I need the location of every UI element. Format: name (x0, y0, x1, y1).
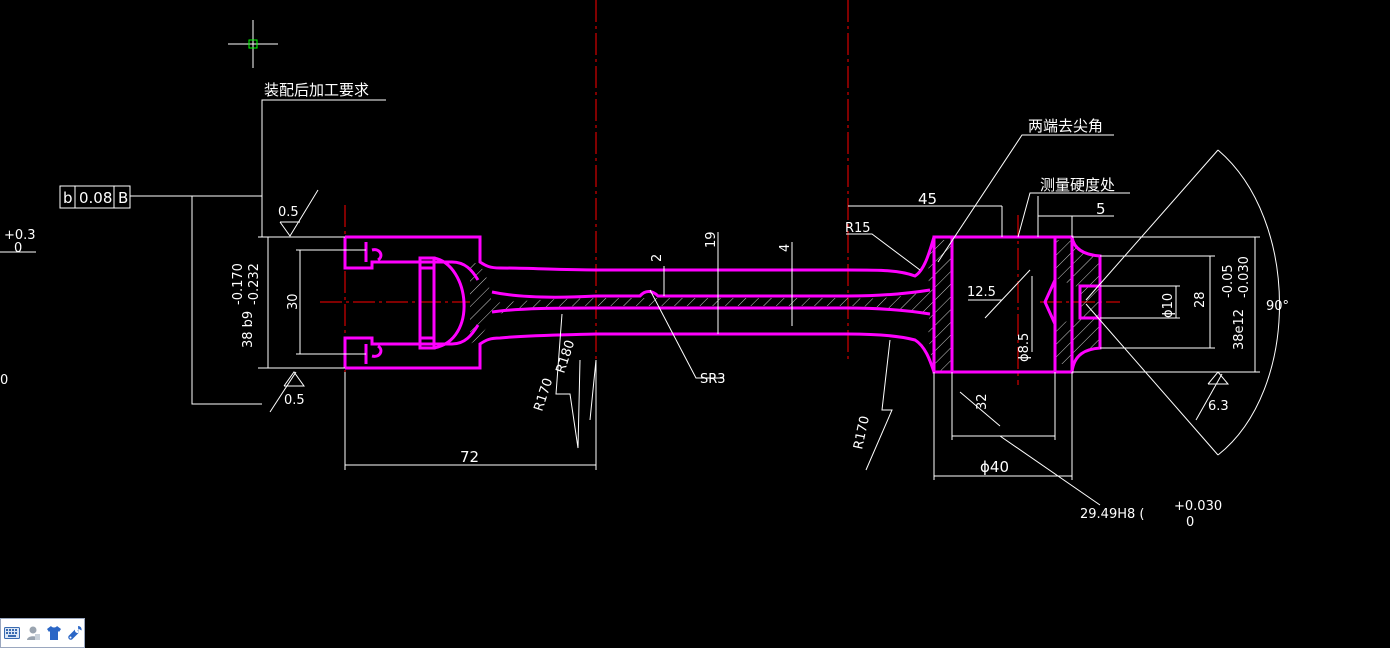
dim-0.5-top: 0.5 (278, 205, 299, 220)
dim-29.49h8-tol-upper: +0.030 (1174, 499, 1222, 514)
center-lines (320, 0, 1120, 395)
dim-12.5: 12.5 (967, 285, 996, 300)
keyboard-icon[interactable] (3, 624, 20, 642)
tolerance-frame[interactable]: b 0.08 B (59, 185, 131, 209)
status-tray (0, 618, 85, 648)
note-hardness: 测量硬度处 (1040, 176, 1115, 194)
dim-38e12-tol2: -0.030 (1237, 256, 1252, 298)
dim-4: 4 (778, 244, 793, 252)
shirt-icon[interactable] (46, 624, 63, 642)
part-outline (343, 235, 1102, 374)
dim-19: 19 (704, 231, 719, 248)
dim-72: 72 (460, 448, 479, 466)
tolerance-value: 0.08 (79, 189, 112, 207)
dim-45: 45 (918, 190, 937, 208)
dim-r170-left: R170 (532, 376, 557, 413)
dim-38b9: 38 b9 (241, 311, 256, 348)
dim-30: 30 (286, 293, 301, 310)
dim-38e12-tol1: -0.05 (1221, 264, 1236, 298)
left-tol-upper: +0.3 (4, 228, 36, 243)
dim-2: 2 (650, 254, 665, 262)
dim-28: 28 (1193, 291, 1208, 308)
dim-29.49h8-tol-lower: 0 (1186, 515, 1194, 530)
dim-phi40: ϕ40 (980, 458, 1009, 476)
user-icon[interactable] (24, 624, 41, 642)
tolerance-symbol: b (63, 189, 73, 207)
dim-38b9-tol2: -0.232 (247, 263, 262, 305)
dim-r170-right: R170 (851, 415, 873, 451)
dim-sr3: SR3 (700, 372, 726, 387)
left-zero: 0 (0, 373, 8, 388)
left-tol-lower: 0 (14, 241, 22, 256)
tolerance-datum: B (118, 189, 128, 207)
dim-r180: R180 (554, 338, 579, 375)
dim-29.49h8: 29.49H8 ( (1080, 507, 1144, 522)
dim-r15: R15 (845, 221, 871, 236)
note-assembly: 装配后加工要求 (264, 81, 369, 99)
dim-38e12: 38e12 (1232, 309, 1247, 350)
dim-90deg: 90° (1266, 299, 1289, 314)
dimension-lines (130, 99, 1280, 506)
dim-rough-6.3: 6.3 (1208, 399, 1229, 414)
dim-0.5-bottom: 0.5 (284, 393, 305, 408)
wrench-icon[interactable] (67, 624, 84, 642)
dim-phi8.5: ϕ8.5 (1017, 333, 1032, 362)
crosshair-cursor (228, 20, 278, 68)
note-both-ends: 两端去尖角 (1028, 117, 1103, 135)
dim-5: 5 (1096, 200, 1106, 218)
dim-phi10: ϕ10 (1161, 293, 1176, 318)
dim-32: 32 (975, 393, 990, 410)
dim-38b9-tol1: -0.170 (231, 263, 246, 305)
